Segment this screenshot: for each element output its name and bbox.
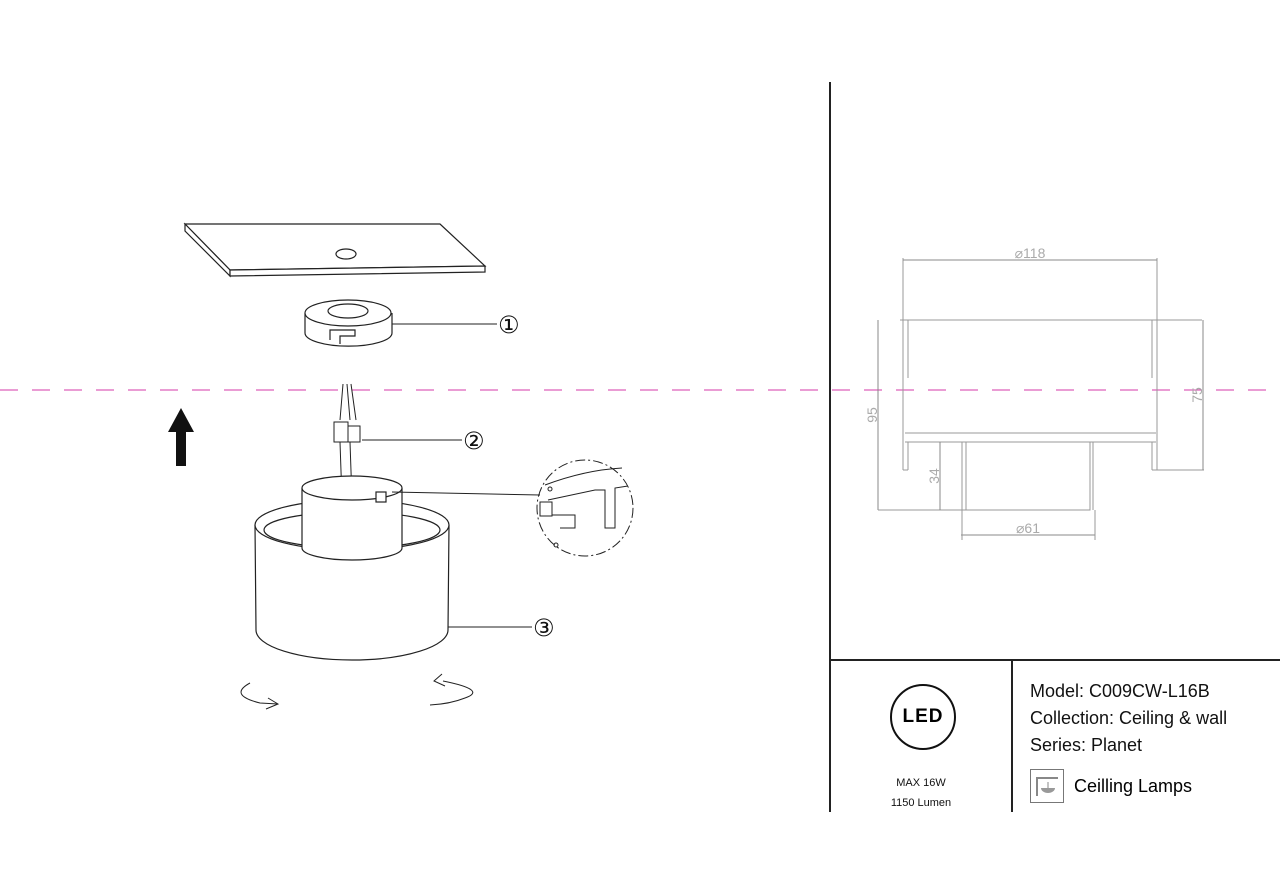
- product-info: Model: C009CW-L16B Collection: Ceiling &…: [1030, 678, 1227, 759]
- lumen: 1150 Lumen: [890, 797, 952, 809]
- ceiling-lamp-icon: [1030, 769, 1064, 803]
- callout-3: ③: [533, 614, 555, 642]
- led-badge: LED: [890, 684, 956, 750]
- spec-block: MAX 16W 1150 Lumen: [851, 773, 991, 813]
- mounting-ring: [304, 299, 393, 347]
- lamp-shade: [254, 475, 450, 661]
- detail-leader-line: [391, 491, 541, 496]
- wire-terminal: [333, 383, 361, 501]
- dim-base-diameter: ⌀61: [1016, 520, 1040, 536]
- max-power: MAX 16W: [896, 777, 946, 789]
- dim-shade-height: 75: [1189, 387, 1205, 403]
- detail-view: [536, 459, 634, 557]
- series: Series: Planet: [1030, 735, 1143, 755]
- dim-base-height: 34: [926, 468, 942, 484]
- category: Ceilling Lamps: [1030, 769, 1192, 803]
- callout-1: ①: [498, 311, 520, 339]
- model: Model: C009CW-L16B: [1030, 681, 1210, 701]
- side-elevation-drawing: [877, 258, 1204, 540]
- rotate-arrows-icon: [240, 673, 474, 710]
- mounting-plate: [183, 222, 487, 278]
- collection: Collection: Ceiling & wall: [1030, 708, 1228, 728]
- arrow-up-icon: [168, 408, 194, 466]
- dim-total-height: 95: [864, 407, 880, 423]
- dim-outer-diameter: ⌀118: [1015, 245, 1046, 261]
- category-label: Ceilling Lamps: [1074, 775, 1193, 796]
- callout-2: ②: [463, 427, 485, 455]
